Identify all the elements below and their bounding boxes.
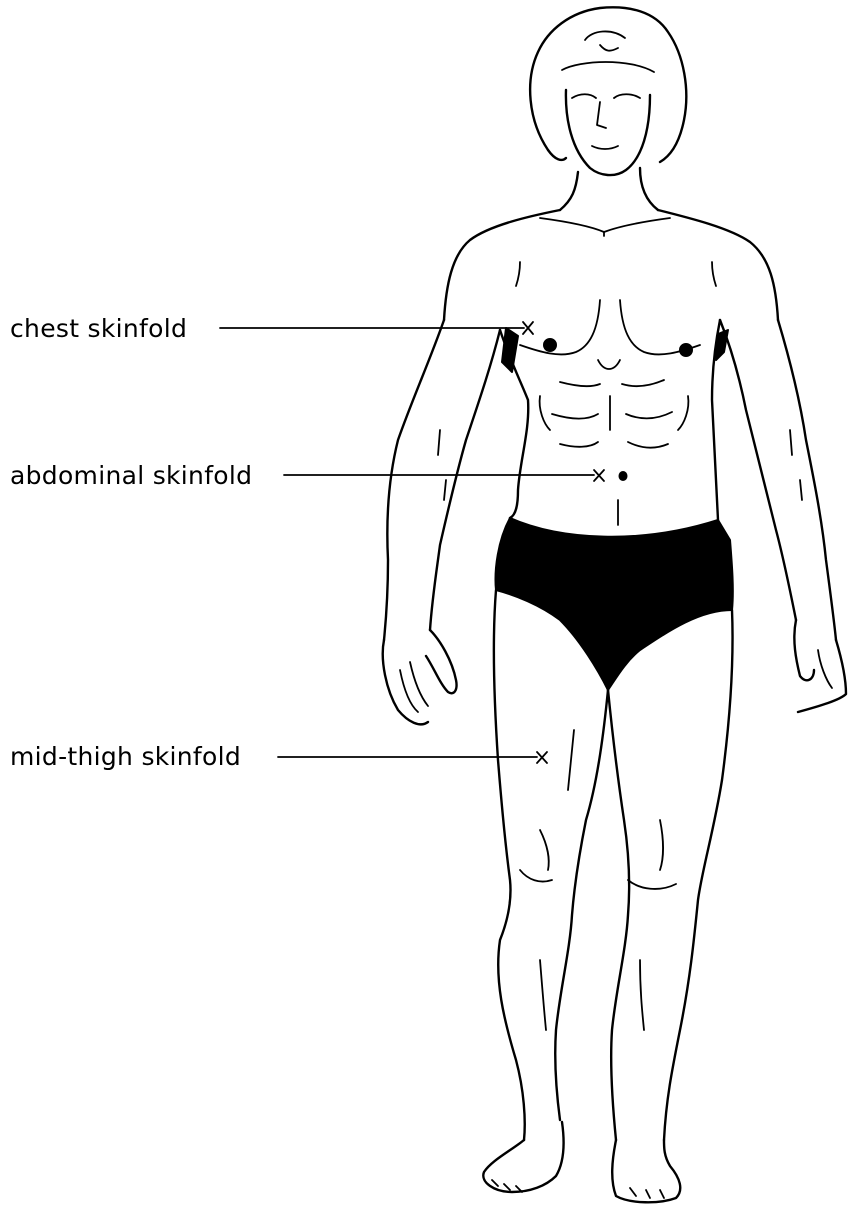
thigh-site-marker xyxy=(537,752,547,763)
abdominal-skinfold-label: abdominal skinfold xyxy=(10,463,252,488)
chest-leader xyxy=(220,322,533,334)
thigh-leader xyxy=(278,752,547,763)
abdominal-site-marker xyxy=(594,470,604,481)
briefs xyxy=(496,518,733,690)
right-arm xyxy=(720,320,846,712)
right-leg xyxy=(608,610,733,1202)
left-arm xyxy=(383,320,500,724)
torso xyxy=(444,210,778,525)
left-leg xyxy=(483,590,608,1192)
abdominal-leader xyxy=(284,470,604,481)
mid-thigh-skinfold-label: mid-thigh skinfold xyxy=(10,744,241,769)
head xyxy=(530,7,686,210)
chest-skinfold-label: chest skinfold xyxy=(10,316,187,341)
